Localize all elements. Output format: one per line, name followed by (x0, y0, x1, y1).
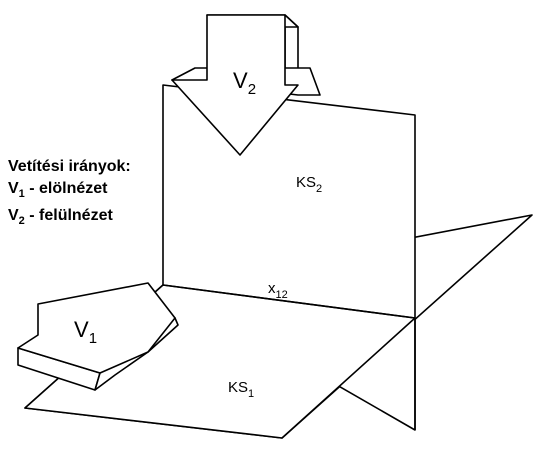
legend-line-v1: V1 - elölnézet (8, 180, 108, 201)
v2-label: V2 (233, 68, 256, 98)
v1-label: V1 (74, 317, 97, 347)
v1-arrow-front (17, 282, 176, 374)
v2-arrow-front (171, 14, 299, 156)
legend-title: Vetítési irányok: (8, 158, 131, 175)
legend-line-v2: V2 - felülnézet (8, 207, 113, 228)
x12-label: x12 (268, 280, 288, 301)
ks2-label: KS2 (296, 174, 322, 195)
projection-directions-legend: Vetítési irányok: V1 - elölnézet V2 - fe… (8, 156, 131, 232)
ks1-label: KS1 (228, 379, 254, 400)
v2-arrow (171, 14, 321, 156)
v1-arrow (17, 282, 179, 391)
axis-x12-line (162, 284, 416, 319)
